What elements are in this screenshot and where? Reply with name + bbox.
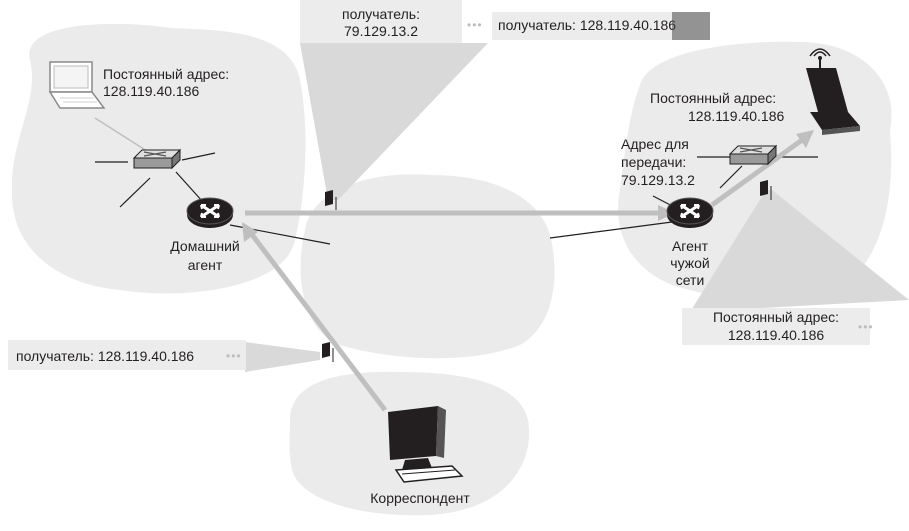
internet-to-foreign-router-link (549, 221, 673, 239)
corr-packet-funnel (245, 342, 320, 372)
home-agent-label-line1: Домашний (170, 238, 240, 254)
top-packet-funnel (300, 43, 488, 200)
correspondent-packet-ellipsis: ••• (226, 349, 242, 363)
home-agent-label-line2: агент (187, 257, 223, 273)
internet-cloud (300, 174, 555, 359)
top-packet-dots-box (462, 12, 492, 40)
home-switch-line-1 (181, 152, 216, 161)
foreign-agent-label-line3: сети (675, 272, 705, 288)
home-switch-to-router-link (175, 171, 204, 203)
top-packet-highlight (672, 12, 710, 40)
laptop-icon (48, 61, 106, 109)
care-of-address-line1: Адрес для (621, 136, 689, 152)
top-packet-outer-value: 79.129.13.2 (344, 23, 418, 39)
care-of-address-line2: передачи: (621, 154, 687, 170)
mobile-permanent-address-value: 128.119.40.186 (688, 108, 785, 124)
home-switch-line-2 (119, 177, 151, 208)
foreign-to-mobile-arrow-shaft (710, 137, 804, 208)
delivered-packet-box (682, 308, 870, 345)
correspondent-label: Корреспондент (370, 490, 470, 506)
delivered-packet-value: 128.119.40.186 (727, 327, 825, 343)
delivered-packet-ellipsis: ••• (858, 320, 874, 334)
top-packet-outer-title: получатель: (342, 6, 420, 22)
corr-packet-box (8, 340, 246, 370)
right-packet-funnel (690, 190, 909, 312)
foreign-agent-router-icon (665, 196, 715, 230)
home-permanent-address-value: 128.119.40.186 (103, 83, 200, 99)
foreign-to-mobile-arrow-head (796, 130, 814, 148)
correspondent-packet-text: получатель: 128.119.40.186 (16, 348, 195, 364)
foreign-switch-icon (729, 145, 777, 165)
laptop-to-switch-link (94, 117, 151, 154)
foreign-switch-line-3 (719, 165, 743, 189)
home-agent-router-icon (185, 196, 235, 230)
care-of-address-line3: 79.129.13.2 (621, 172, 695, 188)
delivered-packet-title: Постоянный адрес: (712, 309, 840, 325)
packet-icon (322, 342, 334, 362)
foreign-agent-label-line2: чужой (670, 255, 710, 271)
packet-icon (325, 190, 337, 210)
top-packet-outer-box (300, 0, 462, 43)
top-packet-inner-text: получатель: 128.119.40.186 (498, 17, 677, 33)
wireless-laptop-icon (806, 48, 860, 135)
top-packet-ellipsis: ••• (467, 18, 483, 32)
foreign-agent-label-line1: Агент (671, 238, 709, 254)
mobile-permanent-address-title: Постоянный адрес: (650, 90, 777, 106)
packet-icon (760, 180, 772, 200)
home-permanent-address-title: Постоянный адрес: (103, 66, 230, 82)
tunnel-arrow-head (658, 205, 675, 221)
corr-to-home-arrow-head (242, 222, 258, 242)
corr-to-home-arrow-shaft (248, 230, 387, 412)
home-switch-icon (133, 149, 181, 169)
desktop-computer-icon (388, 406, 464, 483)
